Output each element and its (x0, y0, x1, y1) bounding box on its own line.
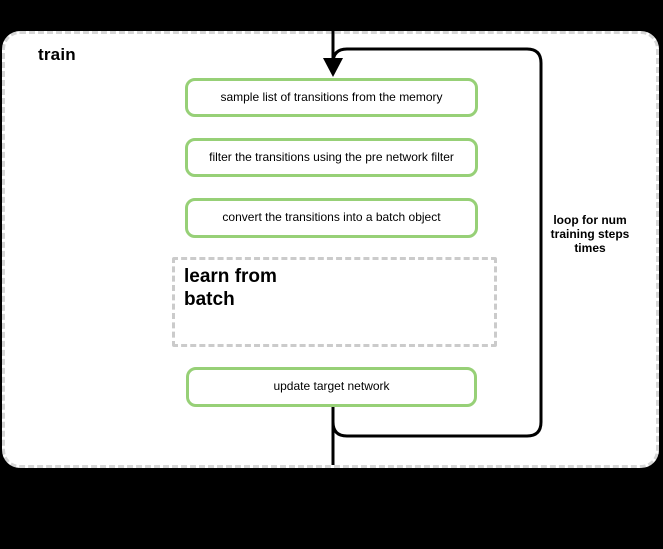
step-sample-transitions: sample list of transitions from the memo… (185, 78, 478, 117)
train-title: train (38, 45, 76, 64)
step-filter-transitions: filter the transitions using the pre net… (185, 138, 478, 177)
step-update-target-network-label: update target network (273, 379, 390, 394)
step-convert-batch-label: convert the transitions into a batch obj… (222, 210, 441, 225)
step-update-target-network: update target network (186, 367, 477, 407)
step-convert-batch: convert the transitions into a batch obj… (185, 198, 478, 238)
step-sample-transitions-label: sample list of transitions from the memo… (220, 89, 443, 104)
step-filter-transitions-label: filter the transitions using the pre net… (209, 149, 454, 164)
loop-annotation: loop for num training steps times (550, 213, 630, 256)
learn-from-batch-box: learn from batch (172, 257, 497, 347)
